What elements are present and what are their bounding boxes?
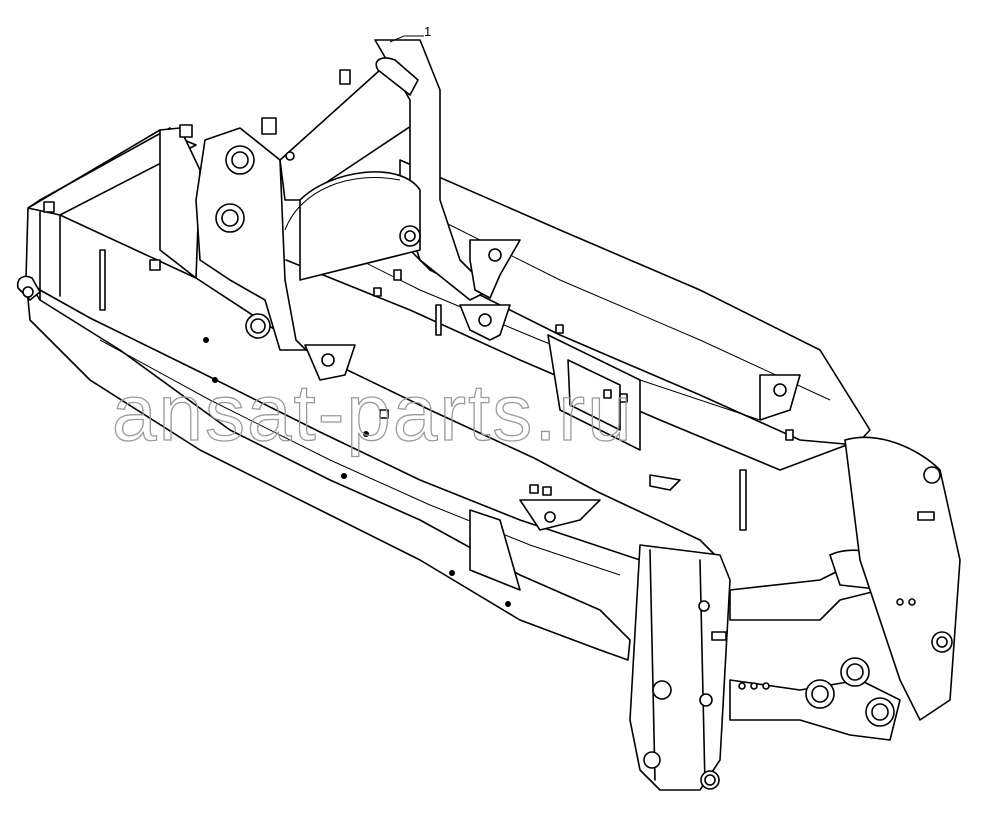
callout-1: 1	[389, 24, 431, 43]
callout-1-label: 1	[424, 24, 431, 39]
rear-cross-member	[27, 124, 201, 279]
front-articulation	[629, 436, 961, 791]
watermark-text: ansat-parts.ru	[112, 368, 634, 457]
bolt-heads	[203, 337, 511, 607]
rear-tower	[195, 39, 491, 351]
callout-1-leader	[389, 35, 424, 43]
center-mounts	[304, 239, 801, 591]
left-side-rail	[16, 199, 721, 661]
